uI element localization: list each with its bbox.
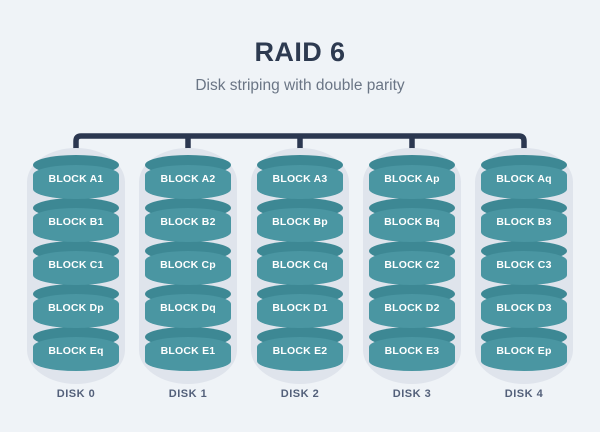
block-body — [257, 165, 343, 199]
diagram-header: RAID 6 Disk striping with double parity — [0, 36, 600, 96]
block-label: BLOCK E3 — [384, 345, 440, 357]
block-body — [257, 251, 343, 285]
disk-label: DISK 1 — [168, 388, 208, 400]
disk-block[interactable]: BLOCK B2 — [145, 198, 231, 252]
block-label: BLOCK Cp — [160, 259, 216, 271]
disk-label: DISK 0 — [56, 388, 96, 400]
block-label: BLOCK D2 — [384, 302, 440, 314]
block-label: BLOCK B1 — [48, 216, 104, 228]
disk-block[interactable]: BLOCK Bq — [369, 198, 455, 252]
block-body — [257, 208, 343, 242]
disk-block[interactable]: BLOCK B1 — [33, 198, 119, 252]
block-body — [481, 208, 567, 242]
block-stack: BLOCK Ep BLOCK D3 BLOCK C3 BLOCK B3 BLOCK Aq — [481, 155, 567, 377]
block-body — [369, 251, 455, 285]
block-label: BLOCK Ep — [496, 345, 552, 357]
block-label: BLOCK A1 — [48, 173, 104, 185]
block-stack: BLOCK Eq BLOCK Dp BLOCK C1 BLOCK B1 BLOCK A1 — [33, 155, 119, 377]
disk-block[interactable]: BLOCK B3 — [481, 198, 567, 252]
block-body — [33, 294, 119, 328]
block-label: BLOCK B2 — [160, 216, 216, 228]
disk-block[interactable]: BLOCK A1 — [33, 155, 119, 209]
disk-block[interactable]: BLOCK Cp — [145, 241, 231, 295]
disk-block[interactable]: BLOCK D1 — [257, 284, 343, 338]
block-label: BLOCK C1 — [48, 259, 104, 271]
block-body — [257, 337, 343, 371]
disk-block[interactable]: BLOCK Ep — [481, 327, 567, 381]
disk-row: BLOCK Eq BLOCK Dp BLOCK C1 BLOCK B1 BLOCK A1… — [0, 148, 600, 408]
block-label: BLOCK B3 — [496, 216, 552, 228]
disk-block[interactable]: BLOCK Dq — [145, 284, 231, 338]
page-subtitle: Disk striping with double parity — [195, 77, 405, 94]
disk-block[interactable]: BLOCK A2 — [145, 155, 231, 209]
disk-block[interactable]: BLOCK E2 — [257, 327, 343, 381]
block-stack: BLOCK E1 BLOCK Dq BLOCK Cp BLOCK B2 BLOCK A2 — [145, 155, 231, 377]
block-label: BLOCK E1 — [160, 345, 216, 357]
block-label: BLOCK D1 — [272, 302, 328, 314]
block-body — [145, 251, 231, 285]
disk-block[interactable]: BLOCK A3 — [257, 155, 343, 209]
block-body — [33, 337, 119, 371]
block-stack: BLOCK E3 BLOCK D2 BLOCK C2 BLOCK Bq BLOCK Ap — [369, 155, 455, 377]
block-body — [145, 165, 231, 199]
block-body — [369, 208, 455, 242]
disk-column[interactable]: BLOCK Ep BLOCK D3 BLOCK C3 BLOCK B3 BLOCK Aq… — [472, 148, 576, 408]
block-label: BLOCK A2 — [160, 173, 216, 185]
block-label: BLOCK Bq — [384, 216, 440, 228]
block-body — [33, 251, 119, 285]
block-body — [369, 294, 455, 328]
disk-block[interactable]: BLOCK Bp — [257, 198, 343, 252]
block-body — [481, 251, 567, 285]
block-label: BLOCK E2 — [272, 345, 328, 357]
block-body — [481, 294, 567, 328]
disk-block[interactable]: BLOCK C1 — [33, 241, 119, 295]
disk-block[interactable]: BLOCK D2 — [369, 284, 455, 338]
disk-block[interactable]: BLOCK E1 — [145, 327, 231, 381]
block-label: BLOCK C2 — [384, 259, 440, 271]
block-label: BLOCK Cq — [272, 259, 328, 271]
block-label: BLOCK C3 — [496, 259, 552, 271]
block-body — [33, 208, 119, 242]
block-body — [257, 294, 343, 328]
disk-block[interactable]: BLOCK Ap — [369, 155, 455, 209]
disk-column[interactable]: BLOCK E3 BLOCK D2 BLOCK C2 BLOCK Bq BLOCK Ap… — [360, 148, 464, 408]
disk-column[interactable]: BLOCK Eq BLOCK Dp BLOCK C1 BLOCK B1 BLOCK A1… — [24, 148, 128, 408]
block-label: BLOCK A3 — [272, 173, 328, 185]
disk-label: DISK 4 — [504, 388, 544, 400]
block-label: BLOCK D3 — [496, 302, 552, 314]
disk-column[interactable]: BLOCK E2 BLOCK D1 BLOCK Cq BLOCK Bp BLOCK A3… — [248, 148, 352, 408]
disk-block[interactable]: BLOCK D3 — [481, 284, 567, 338]
block-body — [145, 337, 231, 371]
disk-block[interactable]: BLOCK C2 — [369, 241, 455, 295]
block-body — [145, 208, 231, 242]
block-body — [145, 294, 231, 328]
disk-label: DISK 2 — [280, 388, 320, 400]
disk-block[interactable]: BLOCK Cq — [257, 241, 343, 295]
block-body — [369, 165, 455, 199]
disk-block[interactable]: BLOCK E3 — [369, 327, 455, 381]
block-label: BLOCK Dp — [48, 302, 104, 314]
disk-column[interactable]: BLOCK E1 BLOCK Dq BLOCK Cp BLOCK B2 BLOCK A2… — [136, 148, 240, 408]
disk-label: DISK 3 — [392, 388, 432, 400]
disk-block[interactable]: BLOCK Dp — [33, 284, 119, 338]
block-body — [33, 165, 119, 199]
block-body — [481, 165, 567, 199]
block-body — [369, 337, 455, 371]
block-stack: BLOCK E2 BLOCK D1 BLOCK Cq BLOCK Bp BLOCK A3 — [257, 155, 343, 377]
block-label: BLOCK Aq — [496, 173, 552, 185]
block-label: BLOCK Eq — [48, 345, 104, 357]
block-body — [481, 337, 567, 371]
disk-block[interactable]: BLOCK C3 — [481, 241, 567, 295]
block-label: BLOCK Ap — [384, 173, 440, 185]
disk-block[interactable]: BLOCK Aq — [481, 155, 567, 209]
block-label: BLOCK Dq — [160, 302, 216, 314]
disk-block[interactable]: BLOCK Eq — [33, 327, 119, 381]
page-title: RAID 6 — [254, 37, 346, 67]
block-label: BLOCK Bp — [272, 216, 328, 228]
